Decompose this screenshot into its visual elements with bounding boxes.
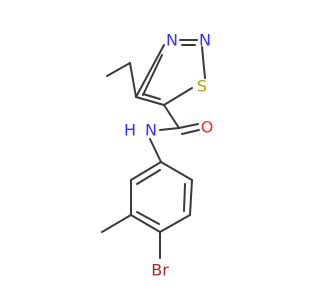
bond-n-aryl [149, 138, 162, 163]
bond-n2-s1 [201, 46, 206, 79]
bond-c4-n3-double [142, 54, 163, 96]
bond-carbonyl-n [159, 127, 180, 131]
bond-c5-carbonyl [163, 104, 180, 129]
bond-c4-n3 [135, 44, 165, 98]
bond-s1-c5 [163, 87, 193, 106]
bond-ethyl-ch2 [129, 62, 137, 98]
bond-ar6-ar1 [130, 161, 162, 181]
bond-ar4-ar5-double [136, 211, 160, 225]
bond-ar2-ar3 [189, 179, 193, 216]
atom-nh-label: N [145, 121, 157, 140]
bond-ethyl-ch3 [106, 62, 131, 77]
bond-c5-c4 [135, 96, 165, 106]
atom-s1-label: S [197, 77, 207, 96]
bond-methyl [101, 214, 132, 233]
molecule-structure: N N S O N H Br [101, 31, 213, 280]
atom-br-label: Br [151, 261, 169, 280]
bond-ar4-ar5 [130, 214, 161, 233]
bond-carbonyl-o-double [181, 129, 200, 135]
atom-n2-label: N [199, 31, 211, 50]
bonds [101, 39, 206, 259]
bond-ar1-ar2 [160, 161, 193, 181]
atom-labels: N N S O N H Br [124, 31, 213, 280]
bond-c5-c4-double [142, 93, 161, 100]
atom-n3-label: N [166, 31, 178, 50]
atom-o-label: O [201, 118, 214, 137]
bond-ar3-ar4 [159, 214, 191, 233]
bond-carbonyl-o [178, 123, 199, 129]
bond-ar6-ar1-double [136, 169, 161, 185]
bond-ar2-ar3-double [183, 183, 186, 212]
atom-h-label: H [124, 121, 136, 140]
